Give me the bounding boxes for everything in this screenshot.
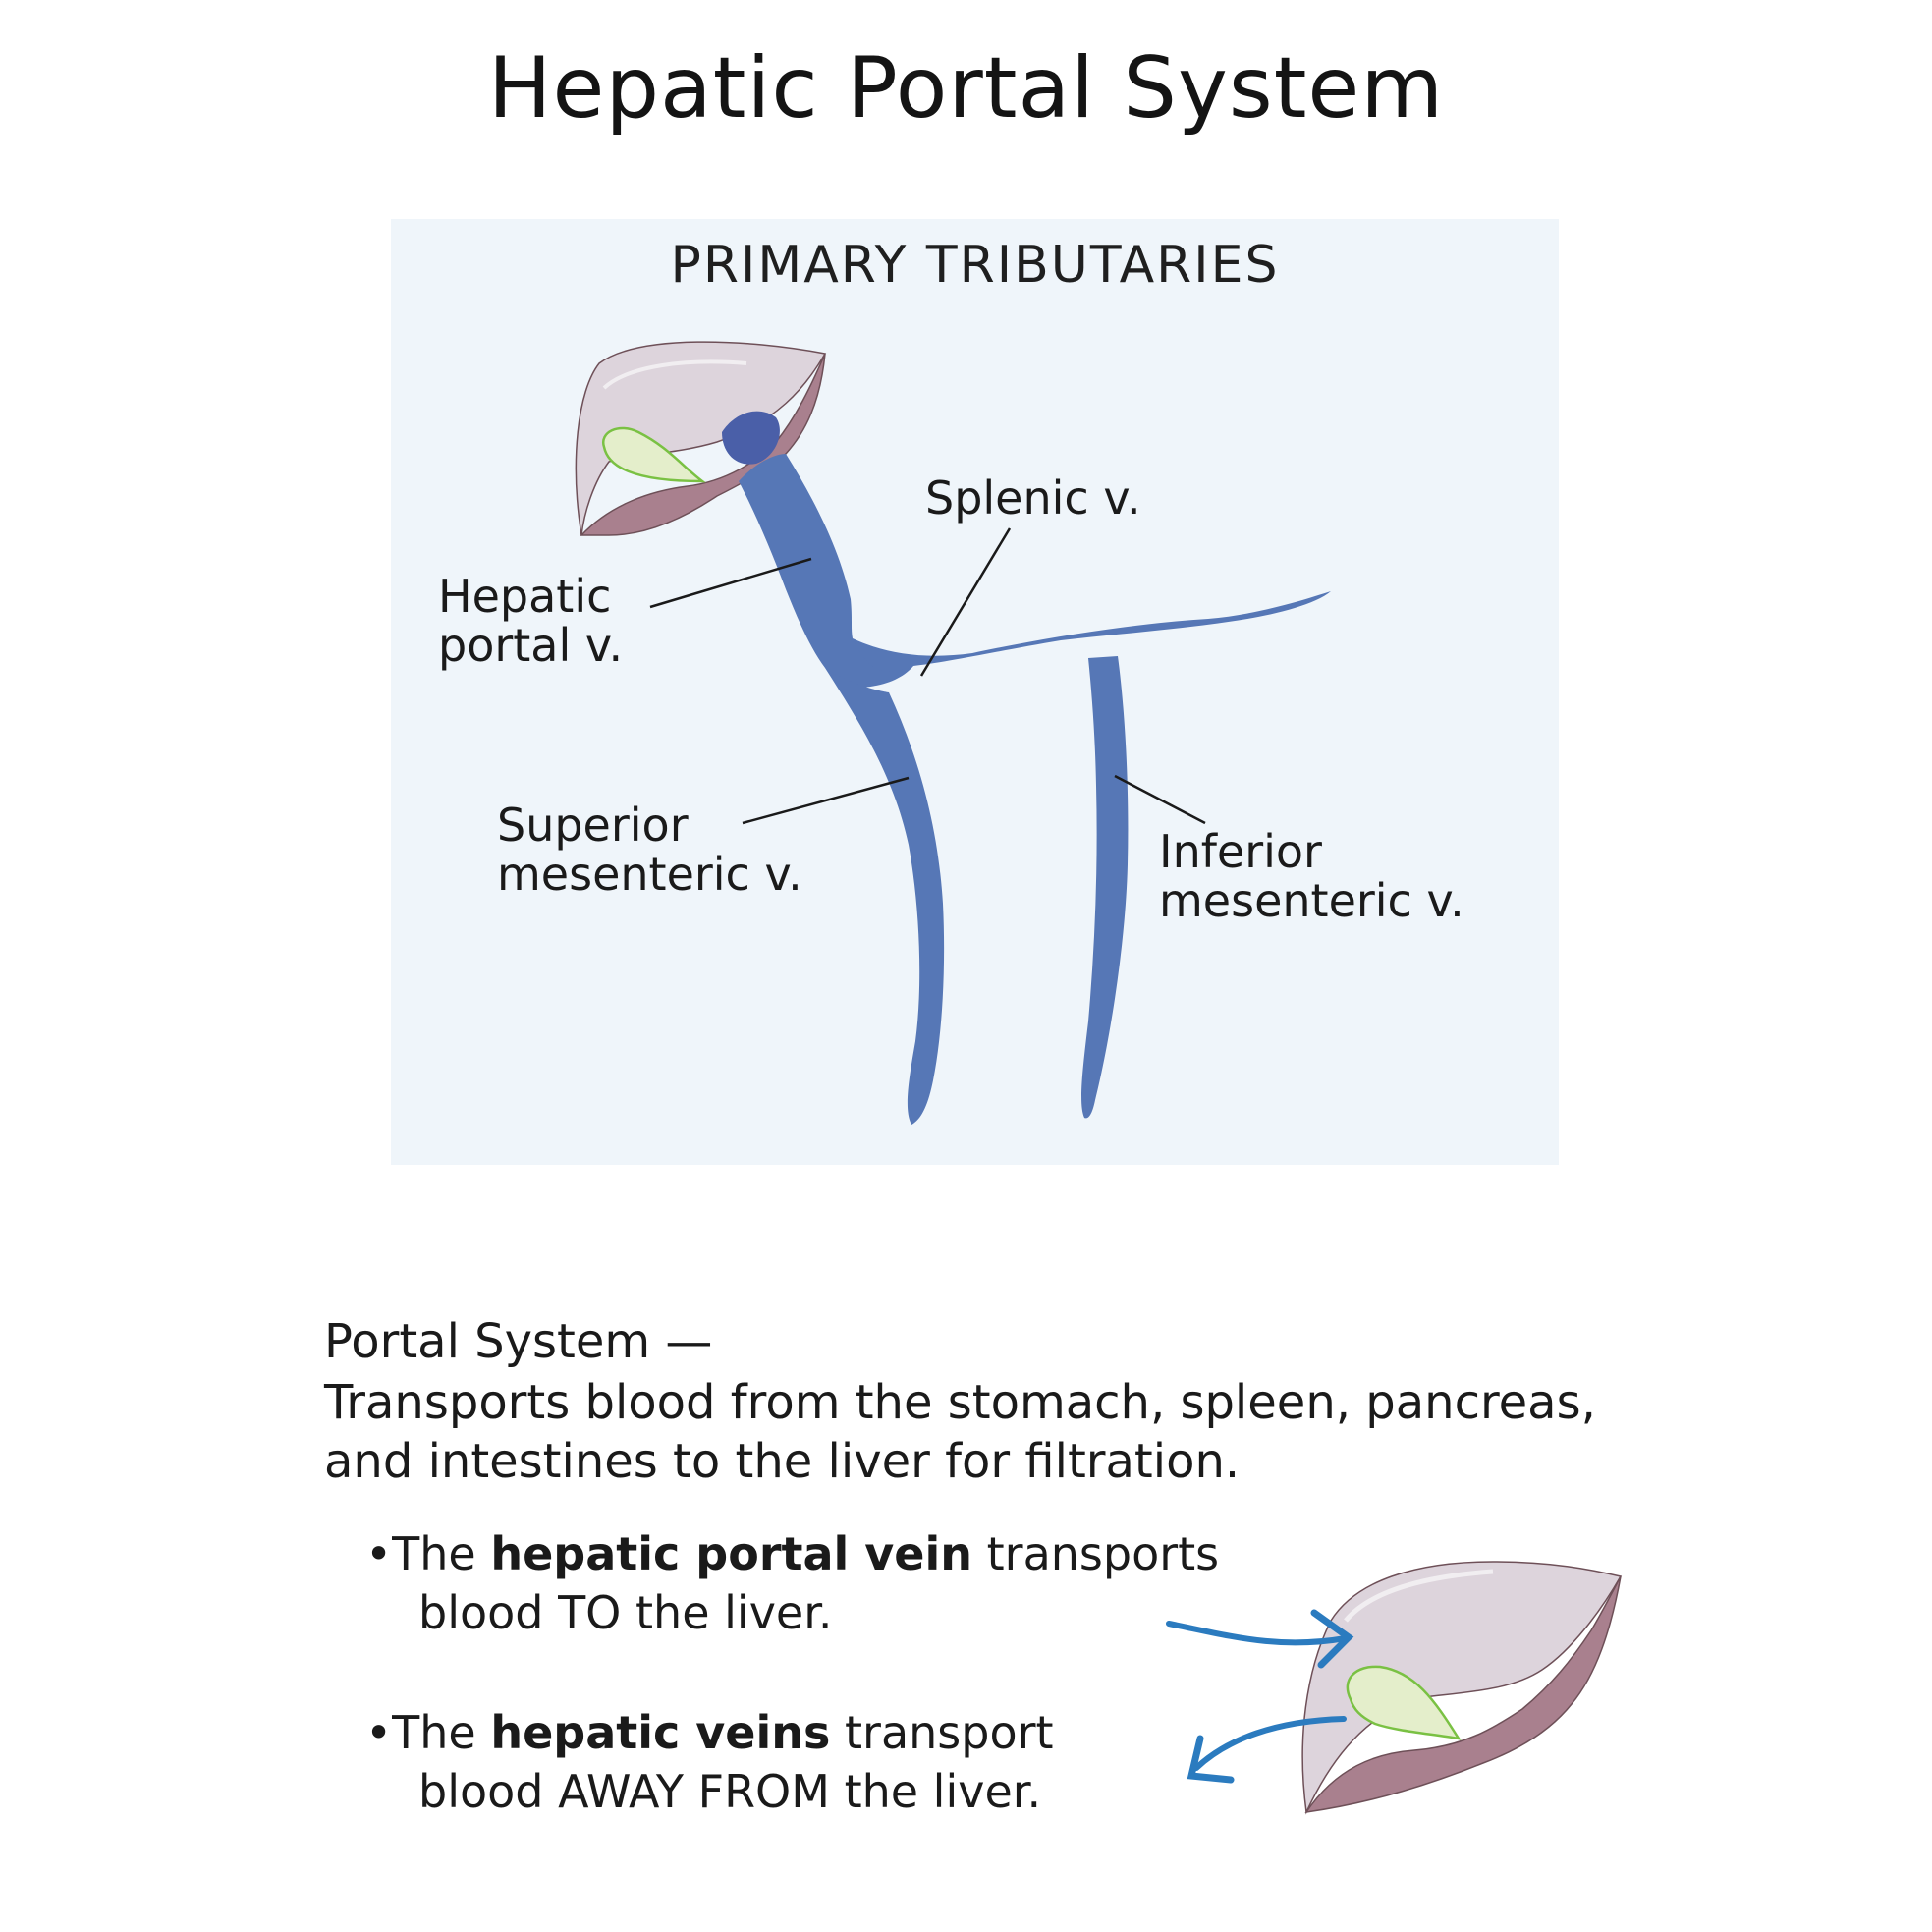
label-hepatic-portal-line1: Hepatic: [438, 570, 612, 623]
description-heading: Portal System —: [324, 1314, 713, 1369]
liver-bottom-highlight: [1344, 1569, 1494, 1623]
leader-hepatic-portal: [649, 557, 812, 609]
liver-illustration-bottom: [1301, 1561, 1623, 1815]
liver-illustration-top: [575, 341, 827, 536]
flow-arrows: [1166, 1609, 1354, 1784]
arrow-in-head: [1310, 1609, 1354, 1669]
arrow-in-to-liver: [1166, 1621, 1349, 1646]
porta-hepatis: [722, 411, 780, 465]
hepatic-portal-vein: [739, 454, 913, 688]
bullet-hepatic-veins: •The hepatic veins transport blood AWAY …: [365, 1703, 1249, 1821]
bullet-text: transports: [972, 1527, 1220, 1580]
leader-inferior-mesenteric: [1114, 774, 1206, 825]
bullet-text: transport: [830, 1706, 1054, 1759]
leader-lines: [649, 527, 1206, 825]
liver-bottom-underside: [1304, 1575, 1622, 1813]
veins: [739, 454, 1331, 1125]
liver-top-highlight: [602, 359, 747, 390]
bullet-continuation: blood TO the liver.: [418, 1586, 833, 1639]
leader-superior-mesenteric: [742, 776, 910, 825]
arrow-out-of-liver: [1193, 1716, 1347, 1771]
bullet-text: The: [392, 1706, 491, 1759]
bullet-continuation: blood AWAY FROM the liver.: [418, 1765, 1042, 1818]
bullet-marker: •: [365, 1706, 393, 1759]
bullet-portal-vein: •The hepatic portal vein transports bloo…: [365, 1524, 1249, 1642]
label-splenic: Splenic v.: [925, 471, 1141, 524]
bullet-bold-term: hepatic veins: [490, 1706, 831, 1759]
leader-splenic: [919, 527, 1012, 677]
label-hepatic-portal: Hepatic portal v.: [438, 572, 623, 670]
label-inferior-mesenteric: Inferior mesenteric v.: [1159, 827, 1464, 925]
bullet-marker: •: [365, 1527, 393, 1580]
gallbladder-top-shape: [602, 426, 706, 483]
gallbladder-bottom: [1346, 1665, 1462, 1740]
panel-title: PRIMARY TRIBUTARIES: [670, 236, 1280, 295]
inferior-mesenteric-vein: [1081, 656, 1129, 1119]
label-inferior-line1: Inferior: [1159, 825, 1322, 878]
label-superior-line1: Superior: [497, 799, 689, 852]
label-superior-mesenteric: Superior mesenteric v.: [497, 800, 802, 899]
label-inferior-line2: mesenteric v.: [1159, 874, 1464, 927]
bullet-bold-term: hepatic portal vein: [490, 1527, 973, 1580]
page-title: Hepatic Portal System: [487, 39, 1445, 138]
diagram-panel: [391, 219, 1559, 1165]
label-hepatic-portal-line2: portal v.: [438, 619, 624, 672]
label-superior-line2: mesenteric v.: [497, 848, 802, 901]
description-text: Transports blood from the stomach, splee…: [324, 1375, 1596, 1489]
liver-top-lobe: [575, 341, 827, 536]
superior-mesenteric-vein: [825, 668, 945, 1125]
splenic-vein: [853, 591, 1331, 672]
bullet-text: The: [392, 1527, 491, 1580]
arrow-out-head: [1187, 1735, 1235, 1784]
